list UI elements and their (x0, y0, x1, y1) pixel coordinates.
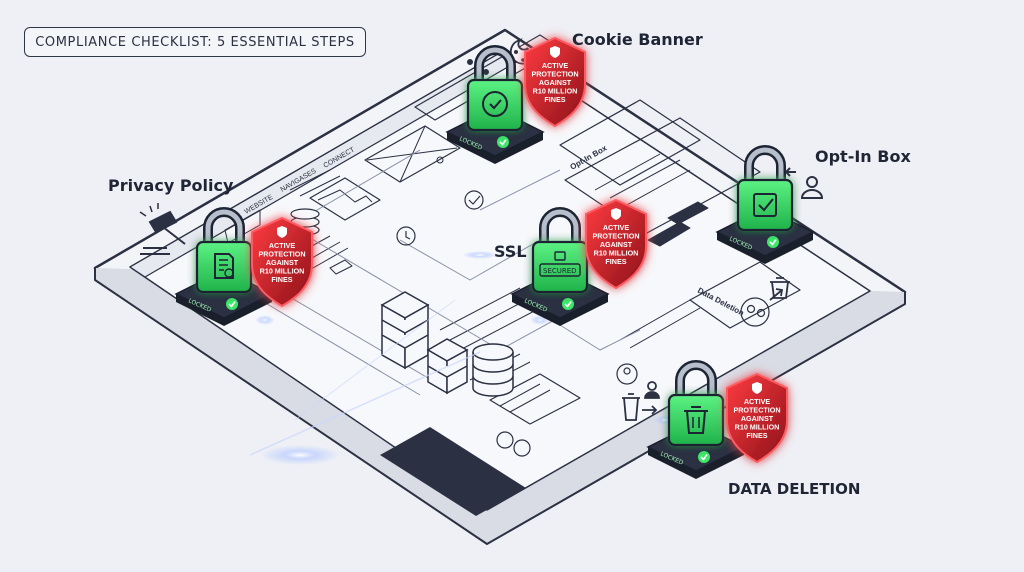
secured-icon: SECURED (539, 251, 581, 277)
check-circle-icon (497, 136, 509, 148)
shield-text-line: PROTECTION (531, 70, 578, 79)
shield-text-line: FINES (746, 431, 767, 440)
mini-shield-icon (752, 382, 762, 394)
gavel-icon (139, 203, 186, 255)
mini-shield-icon (277, 226, 287, 238)
mini-shield-icon (611, 208, 621, 220)
shield-text-line: R10 MILLION (533, 87, 578, 96)
shield-text-line: ACTIVE (744, 397, 771, 406)
database-icon (472, 343, 514, 397)
check-circle-icon (562, 298, 574, 310)
check-circle-icon (226, 298, 238, 310)
check-icon (753, 193, 777, 217)
badge-icon (482, 91, 508, 117)
shield-text-line: PROTECTION (258, 250, 305, 259)
shield-text-line: R10 MILLION (594, 249, 639, 258)
lock-opt-in-box: LOCKED (715, 145, 815, 264)
shield-text-line: PROTECTION (592, 232, 639, 241)
callout-privacy-policy: Privacy Policy (108, 176, 234, 195)
sparkle-effects (249, 251, 677, 465)
shield-text-line: AGAINST (741, 414, 774, 423)
shield-text-line: ACTIVE (542, 61, 569, 70)
trash-user-icon (622, 277, 790, 421)
shield-text-line: R10 MILLION (735, 423, 780, 432)
mini-shield-icon (550, 46, 560, 58)
shield-text-line: FINES (271, 275, 292, 284)
shield-text-line: R10 MILLION (260, 267, 305, 276)
callout-cookie-banner: Cookie Banner (572, 30, 703, 49)
check-circle-icon (698, 451, 710, 463)
shield-text-line: AGAINST (266, 258, 299, 267)
checklist-title: COMPLIANCE CHECKLIST: 5 ESSENTIAL STEPS (24, 27, 366, 57)
shield-text-line: AGAINST (600, 240, 633, 249)
lock-ssl: LOCKEDSECUREDACTIVEPROTECTIONAGAINSTR10 … (510, 198, 647, 326)
callout-data-deletion: DATA DELETION (728, 480, 861, 498)
doc-icon (214, 253, 234, 279)
shield-text-line: AGAINST (539, 78, 572, 87)
shield-text-line: ACTIVE (603, 223, 630, 232)
trash-icon (684, 406, 708, 434)
server-rack-icon (380, 291, 469, 395)
callout-opt-in-box: Opt-In Box (815, 147, 911, 166)
shield-text-line: PROTECTION (733, 406, 780, 415)
secured-label: SECURED (543, 267, 577, 275)
callout-ssl: SSL (494, 242, 527, 261)
shield-text-line: FINES (544, 95, 565, 104)
shield-text-line: FINES (605, 257, 626, 266)
shield-text-line: ACTIVE (269, 241, 296, 250)
check-circle-icon (767, 236, 779, 248)
user-arrow-icon (784, 167, 824, 199)
